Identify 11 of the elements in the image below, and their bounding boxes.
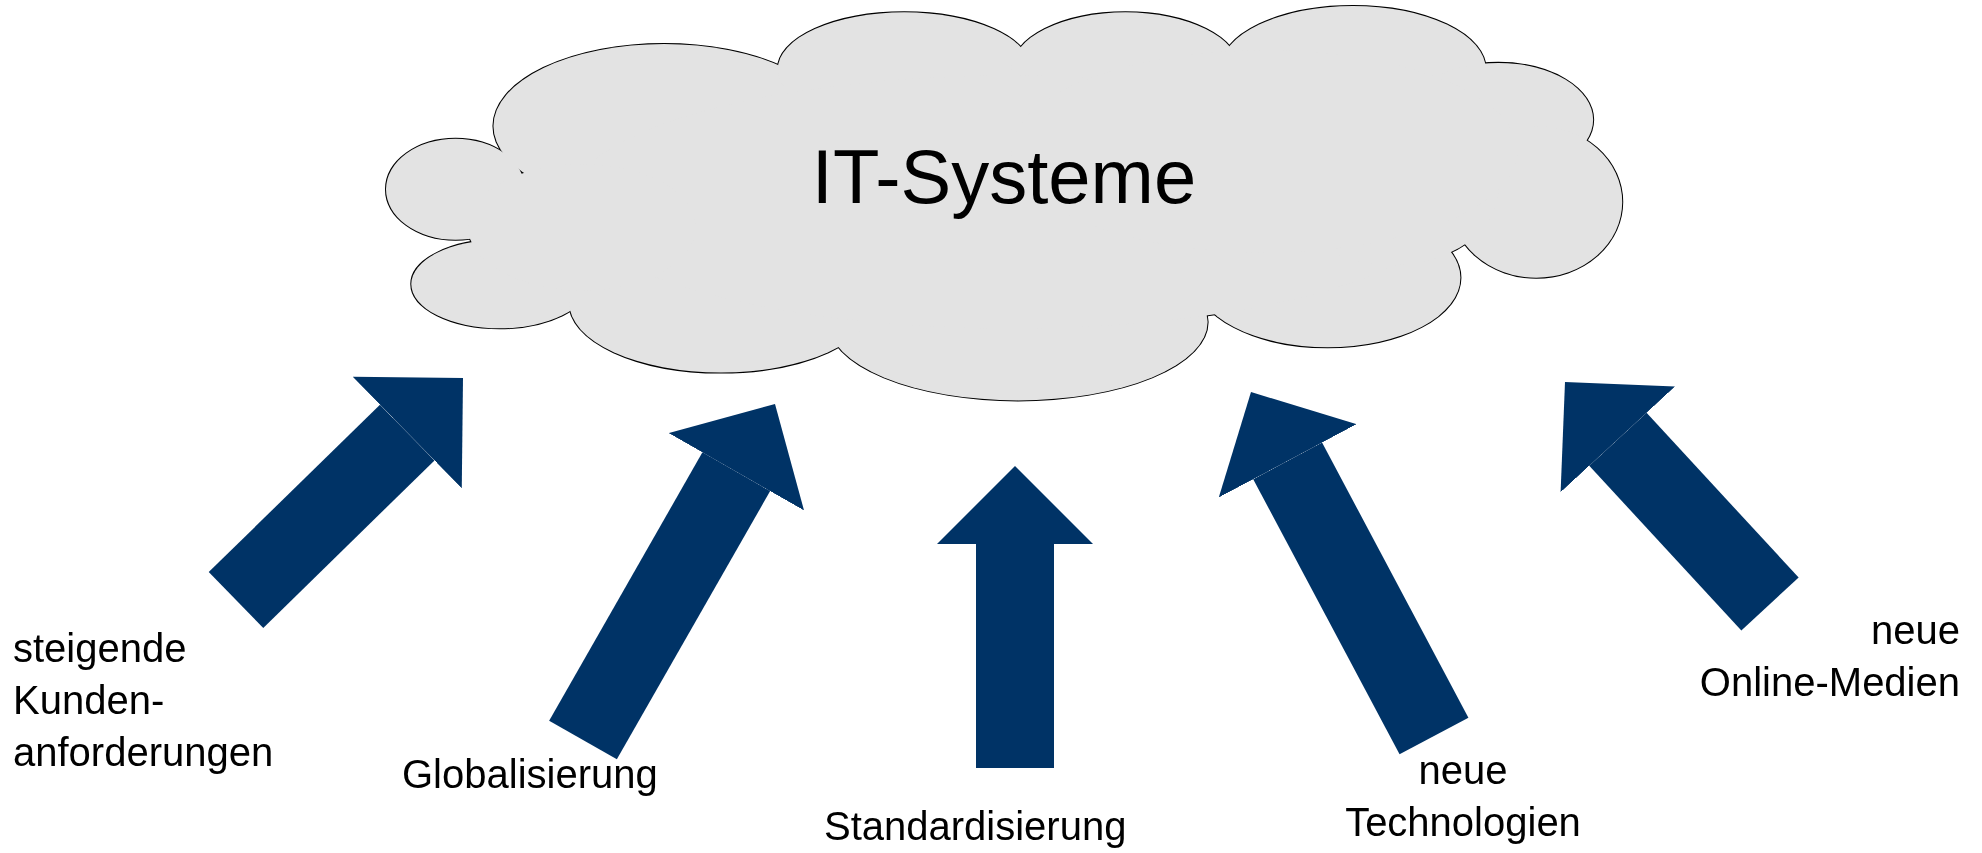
block-arrow [1560,382,1799,631]
block-arrow [549,404,804,760]
cloud-label: IT-Systeme [810,133,1198,221]
influence-label: steigende Kunden- anforderungen [13,625,274,776]
influence-label: Globalisierung [402,751,658,798]
block-arrow [208,376,463,628]
block-arrow [937,466,1093,768]
influence-label: neue Technologien [1345,747,1581,846]
influence-label: Standardisierung [824,803,1127,850]
block-arrow [1218,392,1469,755]
influence-label: neue Online-Medien [1699,607,1960,706]
